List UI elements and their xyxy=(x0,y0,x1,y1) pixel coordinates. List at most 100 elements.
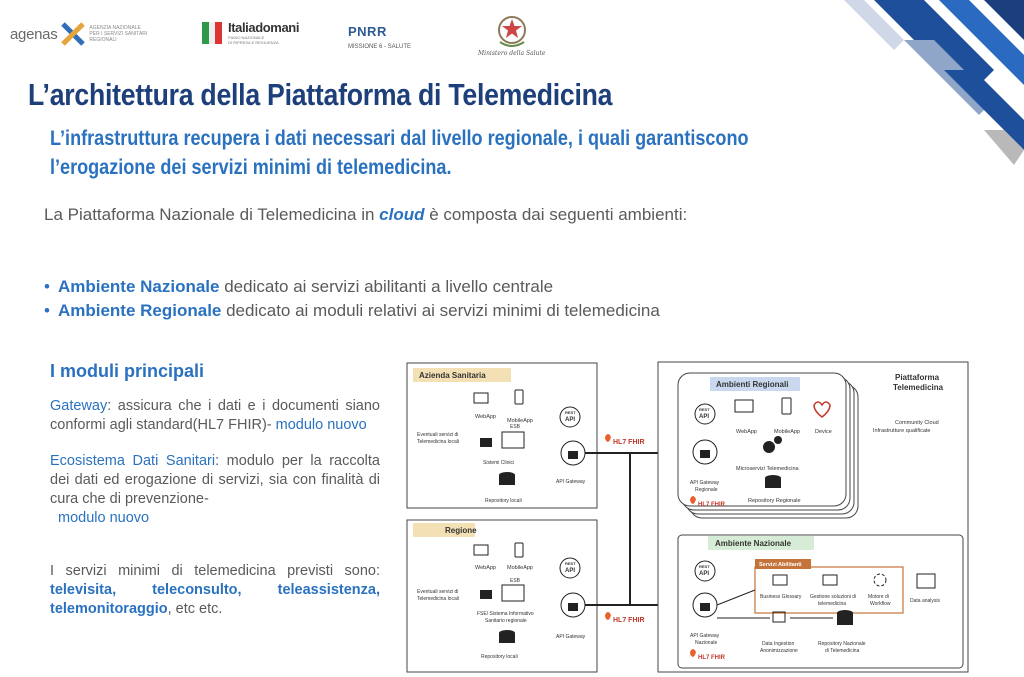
regione-label: Regione xyxy=(445,526,477,535)
fire-icon xyxy=(690,496,696,504)
svg-text:Business Glossary: Business Glossary xyxy=(760,594,802,600)
svg-text:Workflow: Workflow xyxy=(870,601,891,607)
svg-text:Regionale: Regionale xyxy=(695,487,718,493)
svg-text:Sistemi Clinici: Sistemi Clinici xyxy=(483,460,514,466)
svg-text:HL7 FHIR: HL7 FHIR xyxy=(613,439,645,446)
svg-text:Infrastrutture qualificate: Infrastrutture qualificate xyxy=(873,428,930,434)
svg-text:API Gateway: API Gateway xyxy=(556,634,586,640)
page-subtitle: L’infrastruttura recupera i dati necessa… xyxy=(50,127,749,179)
svg-text:API Gateway: API Gateway xyxy=(690,480,720,486)
corner-decoration xyxy=(844,0,1024,165)
italiadomani-logo: Italiadomani PIANO NAZIONALE DI RIPRESA … xyxy=(202,20,299,45)
mobile-icon xyxy=(514,542,524,558)
fire-icon xyxy=(690,649,696,657)
svg-text:Data Ingestion: Data Ingestion xyxy=(762,641,794,647)
svg-text:API: API xyxy=(565,568,575,574)
italia-flag-icon xyxy=(202,21,223,44)
ecosystem-description: Ecosistema Dati Sanitari: modulo per la … xyxy=(50,453,380,526)
pnrr-wordmark: PNRR xyxy=(348,24,387,39)
svg-text:Telemedicina locali: Telemedicina locali xyxy=(417,439,459,445)
svg-text:WebApp: WebApp xyxy=(475,565,496,571)
connection-line xyxy=(716,589,756,606)
list-item: •Ambiente Regionale dedicato ai moduli r… xyxy=(44,301,660,320)
fire-icon xyxy=(605,612,611,620)
svg-text:ESB: ESB xyxy=(510,578,521,584)
svg-text:di Telemedicina: di Telemedicina xyxy=(825,648,860,654)
services-description: I servizi minimi di telemedicina previst… xyxy=(50,563,380,617)
bullet-icon: • xyxy=(44,277,50,296)
svg-text:FSE/ Sistema Informativo: FSE/ Sistema Informativo xyxy=(477,611,534,617)
heart-icon xyxy=(813,401,831,418)
italiadomani-wordmark: Italiadomani xyxy=(228,20,300,35)
azienda-label: Azienda Sanitaria xyxy=(419,371,486,380)
header-logos: agenas AGENZIA NAZIONALE PER I SERVIZI S… xyxy=(10,14,610,64)
svg-text:WebApp: WebApp xyxy=(475,414,496,420)
ambienti-regionali-label: Ambienti Regionali xyxy=(716,380,788,389)
webapp-icon xyxy=(473,392,489,404)
svg-text:API: API xyxy=(699,571,709,577)
ministry-logo: Ministero della Salute xyxy=(478,14,545,57)
mobile-icon xyxy=(781,397,792,415)
agenas-wordmark: agenas xyxy=(10,25,58,43)
svg-text:Microservizi Telemedicina: Microservizi Telemedicina xyxy=(736,466,799,472)
svg-text:Anonimizzazione: Anonimizzazione xyxy=(760,648,798,654)
ingestion-icon xyxy=(772,611,786,623)
svg-text:API Gateway: API Gateway xyxy=(690,633,720,639)
workflow-icon xyxy=(873,573,887,587)
pnrr-logo: PNRR MISSIONE 6 - SALUTE xyxy=(348,24,411,50)
gateway-description: Gateway: assicura che i dati e i documen… xyxy=(50,398,380,433)
modules-section: I moduli principali Gateway: assicura ch… xyxy=(50,362,380,619)
svg-text:REST: REST xyxy=(699,564,710,569)
mobile-icon xyxy=(514,389,524,405)
svg-text:Eventuali servizi di: Eventuali servizi di xyxy=(417,589,458,595)
svg-text:ESB: ESB xyxy=(510,424,521,430)
list-item: •Ambiente Nazionale dedicato ai servizi … xyxy=(44,277,554,296)
ambienti-regionali-card xyxy=(677,372,847,507)
lock-icon xyxy=(568,603,578,611)
webapp-icon xyxy=(473,544,489,556)
svg-text:Repository locali: Repository locali xyxy=(481,654,518,660)
ambienti-regionali-label-bg xyxy=(710,377,800,391)
svg-text:Data analysis: Data analysis xyxy=(910,598,941,604)
svg-text:Device: Device xyxy=(815,429,832,435)
cloud-word: cloud xyxy=(379,205,425,224)
lock-icon xyxy=(568,451,578,459)
svg-text:REST: REST xyxy=(699,407,710,412)
svg-text:Eventuali servizi di: Eventuali servizi di xyxy=(417,432,458,438)
svg-text:REST: REST xyxy=(565,410,576,415)
svg-text:Motore di: Motore di xyxy=(868,594,889,600)
svg-text:WebApp: WebApp xyxy=(736,429,757,435)
svg-text:Community Cloud: Community Cloud xyxy=(895,420,939,426)
page-title: L’architettura della Piattaforma di Tele… xyxy=(28,77,613,112)
svg-text:API Gateway: API Gateway xyxy=(556,479,586,485)
data-analysis-icon xyxy=(916,573,936,589)
svg-text:Repository Regionale: Repository Regionale xyxy=(748,498,801,504)
svg-text:API: API xyxy=(565,417,575,423)
agenas-subtitle: AGENZIA NAZIONALE PER I SERVIZI SANITARI… xyxy=(89,25,148,43)
server-icon xyxy=(480,438,492,447)
ambiente-nazionale-label: Ambiente Nazionale xyxy=(715,539,792,548)
svg-text:Gestione soluzioni di: Gestione soluzioni di xyxy=(810,594,856,600)
lock-icon xyxy=(700,450,710,458)
fire-icon xyxy=(605,434,611,442)
svg-text:API: API xyxy=(699,414,709,420)
svg-text:Piattaforma: Piattaforma xyxy=(895,373,940,382)
italiadomani-subtitle: PIANO NAZIONALE DI RIPRESA E RESILIENZA xyxy=(228,35,279,45)
book-icon xyxy=(822,574,838,586)
svg-text:Telemedicina: Telemedicina xyxy=(893,383,944,392)
agenas-x-icon xyxy=(61,22,86,46)
svg-text:Repository locali: Repository locali xyxy=(485,498,522,504)
svg-text:telemedicina: telemedicina xyxy=(818,601,846,607)
regione-label-bg xyxy=(413,523,475,537)
svg-text:HL7 FHIR: HL7 FHIR xyxy=(698,655,726,661)
intro-paragraph: La Piattaforma Nazionale di Telemedicina… xyxy=(44,205,688,224)
esb-icon xyxy=(501,584,525,602)
ambiente-nazionale-label-bg xyxy=(708,536,814,550)
agenas-logo: agenas AGENZIA NAZIONALE PER I SERVIZI S… xyxy=(10,22,169,46)
lock-icon xyxy=(700,603,710,611)
azienda-label-bg xyxy=(413,368,511,382)
svg-text:Nazionale: Nazionale xyxy=(695,640,717,646)
webapp-icon xyxy=(734,399,754,413)
republic-emblem-icon xyxy=(497,16,526,47)
svg-text:Telemedicina locali: Telemedicina locali xyxy=(417,596,459,602)
